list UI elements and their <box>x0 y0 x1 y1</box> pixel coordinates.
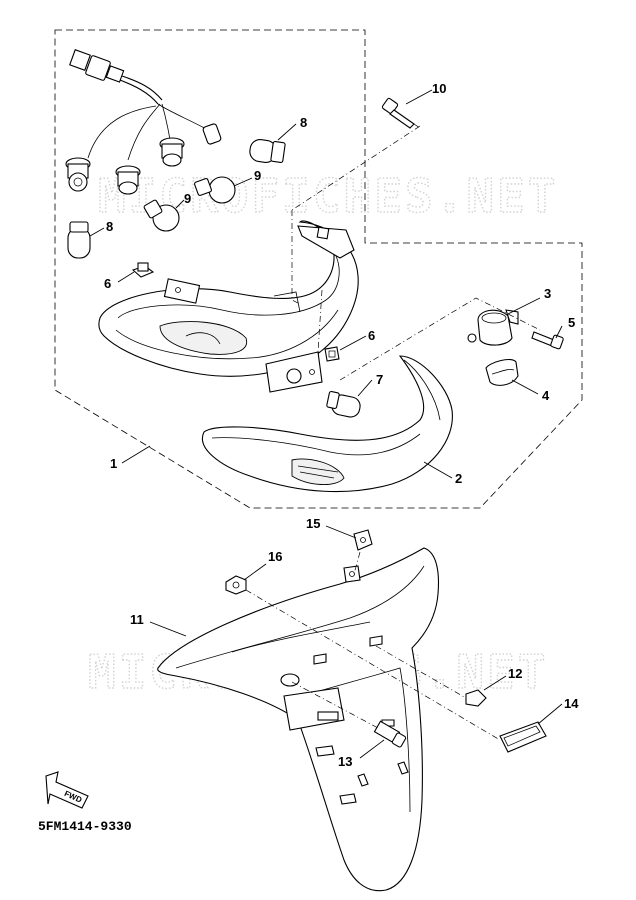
leader-10 <box>405 89 433 105</box>
callout-15: 14 <box>564 696 579 711</box>
leader-4 <box>511 379 539 395</box>
bolt-12 <box>465 689 487 707</box>
callout-11: 11 <box>130 612 144 627</box>
leader-15 <box>537 703 563 725</box>
callout-8-upper: 8 <box>300 115 307 130</box>
assembly-line-f <box>353 551 361 575</box>
assembly-line-a <box>291 210 301 305</box>
leader-13 <box>359 739 385 759</box>
clip-4 <box>485 359 519 386</box>
leader-11 <box>149 621 187 637</box>
callout-13: 13 <box>338 754 352 769</box>
bulb-7 <box>326 390 361 418</box>
screw-5 <box>531 331 564 350</box>
callout-5: 5 <box>568 315 575 330</box>
lens-2 <box>201 355 453 493</box>
leader-8b <box>89 227 105 237</box>
bulb-9-lower <box>143 199 180 232</box>
screw-10 <box>381 97 421 129</box>
leader-1 <box>121 445 151 464</box>
rear-fender <box>157 547 440 892</box>
nut-6-upper <box>131 262 155 278</box>
callout-6-upper: 6 <box>104 276 111 291</box>
leader-14 <box>325 525 357 539</box>
callout-12: 12 <box>508 666 522 681</box>
assembly-line-g <box>375 645 467 699</box>
leader-9b <box>175 199 185 209</box>
bolt-13 <box>373 720 407 748</box>
callout-2: 2 <box>455 471 462 486</box>
assembly-boundary <box>54 29 583 509</box>
callout-3: 3 <box>544 286 551 301</box>
leader-2 <box>423 461 453 479</box>
callout-9-upper: 9 <box>254 168 261 183</box>
leader-5 <box>555 325 563 339</box>
assembly-line-d <box>317 289 323 353</box>
leader-6b <box>339 335 367 351</box>
nut-16 <box>225 575 247 595</box>
callout-16: 16 <box>268 549 282 564</box>
callout-7: 7 <box>376 372 383 387</box>
leader-9a <box>233 177 253 187</box>
leader-7 <box>357 379 373 397</box>
bracket-14 <box>353 529 373 551</box>
reflector-15 <box>499 721 547 753</box>
assembly-line-h <box>291 681 379 729</box>
wiring-harness <box>65 49 222 195</box>
bulb-8-upper <box>249 139 286 164</box>
leader-12 <box>483 675 507 691</box>
callout-1: 1 <box>110 456 117 471</box>
callout-6-lower: 6 <box>368 328 375 343</box>
callout-14: 15 <box>306 516 320 531</box>
socket-3 <box>467 309 519 346</box>
callout-8-lower: 8 <box>106 219 113 234</box>
fwd-arrow-icon: FWD <box>45 771 89 809</box>
assembly-line-e <box>245 589 501 741</box>
callout-9-lower: 9 <box>184 191 191 206</box>
leader-3 <box>507 297 541 315</box>
drawing-code: 5FM1414-9330 <box>38 819 132 834</box>
callout-4: 4 <box>542 388 550 403</box>
leader-8a <box>277 123 297 141</box>
nut-6-lower <box>324 346 340 362</box>
bulb-8-lower <box>67 221 91 259</box>
assembly-line-c <box>339 297 541 381</box>
callout-10: 10 <box>432 81 446 96</box>
taillight-housing <box>98 220 359 393</box>
leader-6a <box>117 271 135 283</box>
leader-16 <box>243 563 267 581</box>
bulb-9-upper <box>194 176 236 204</box>
